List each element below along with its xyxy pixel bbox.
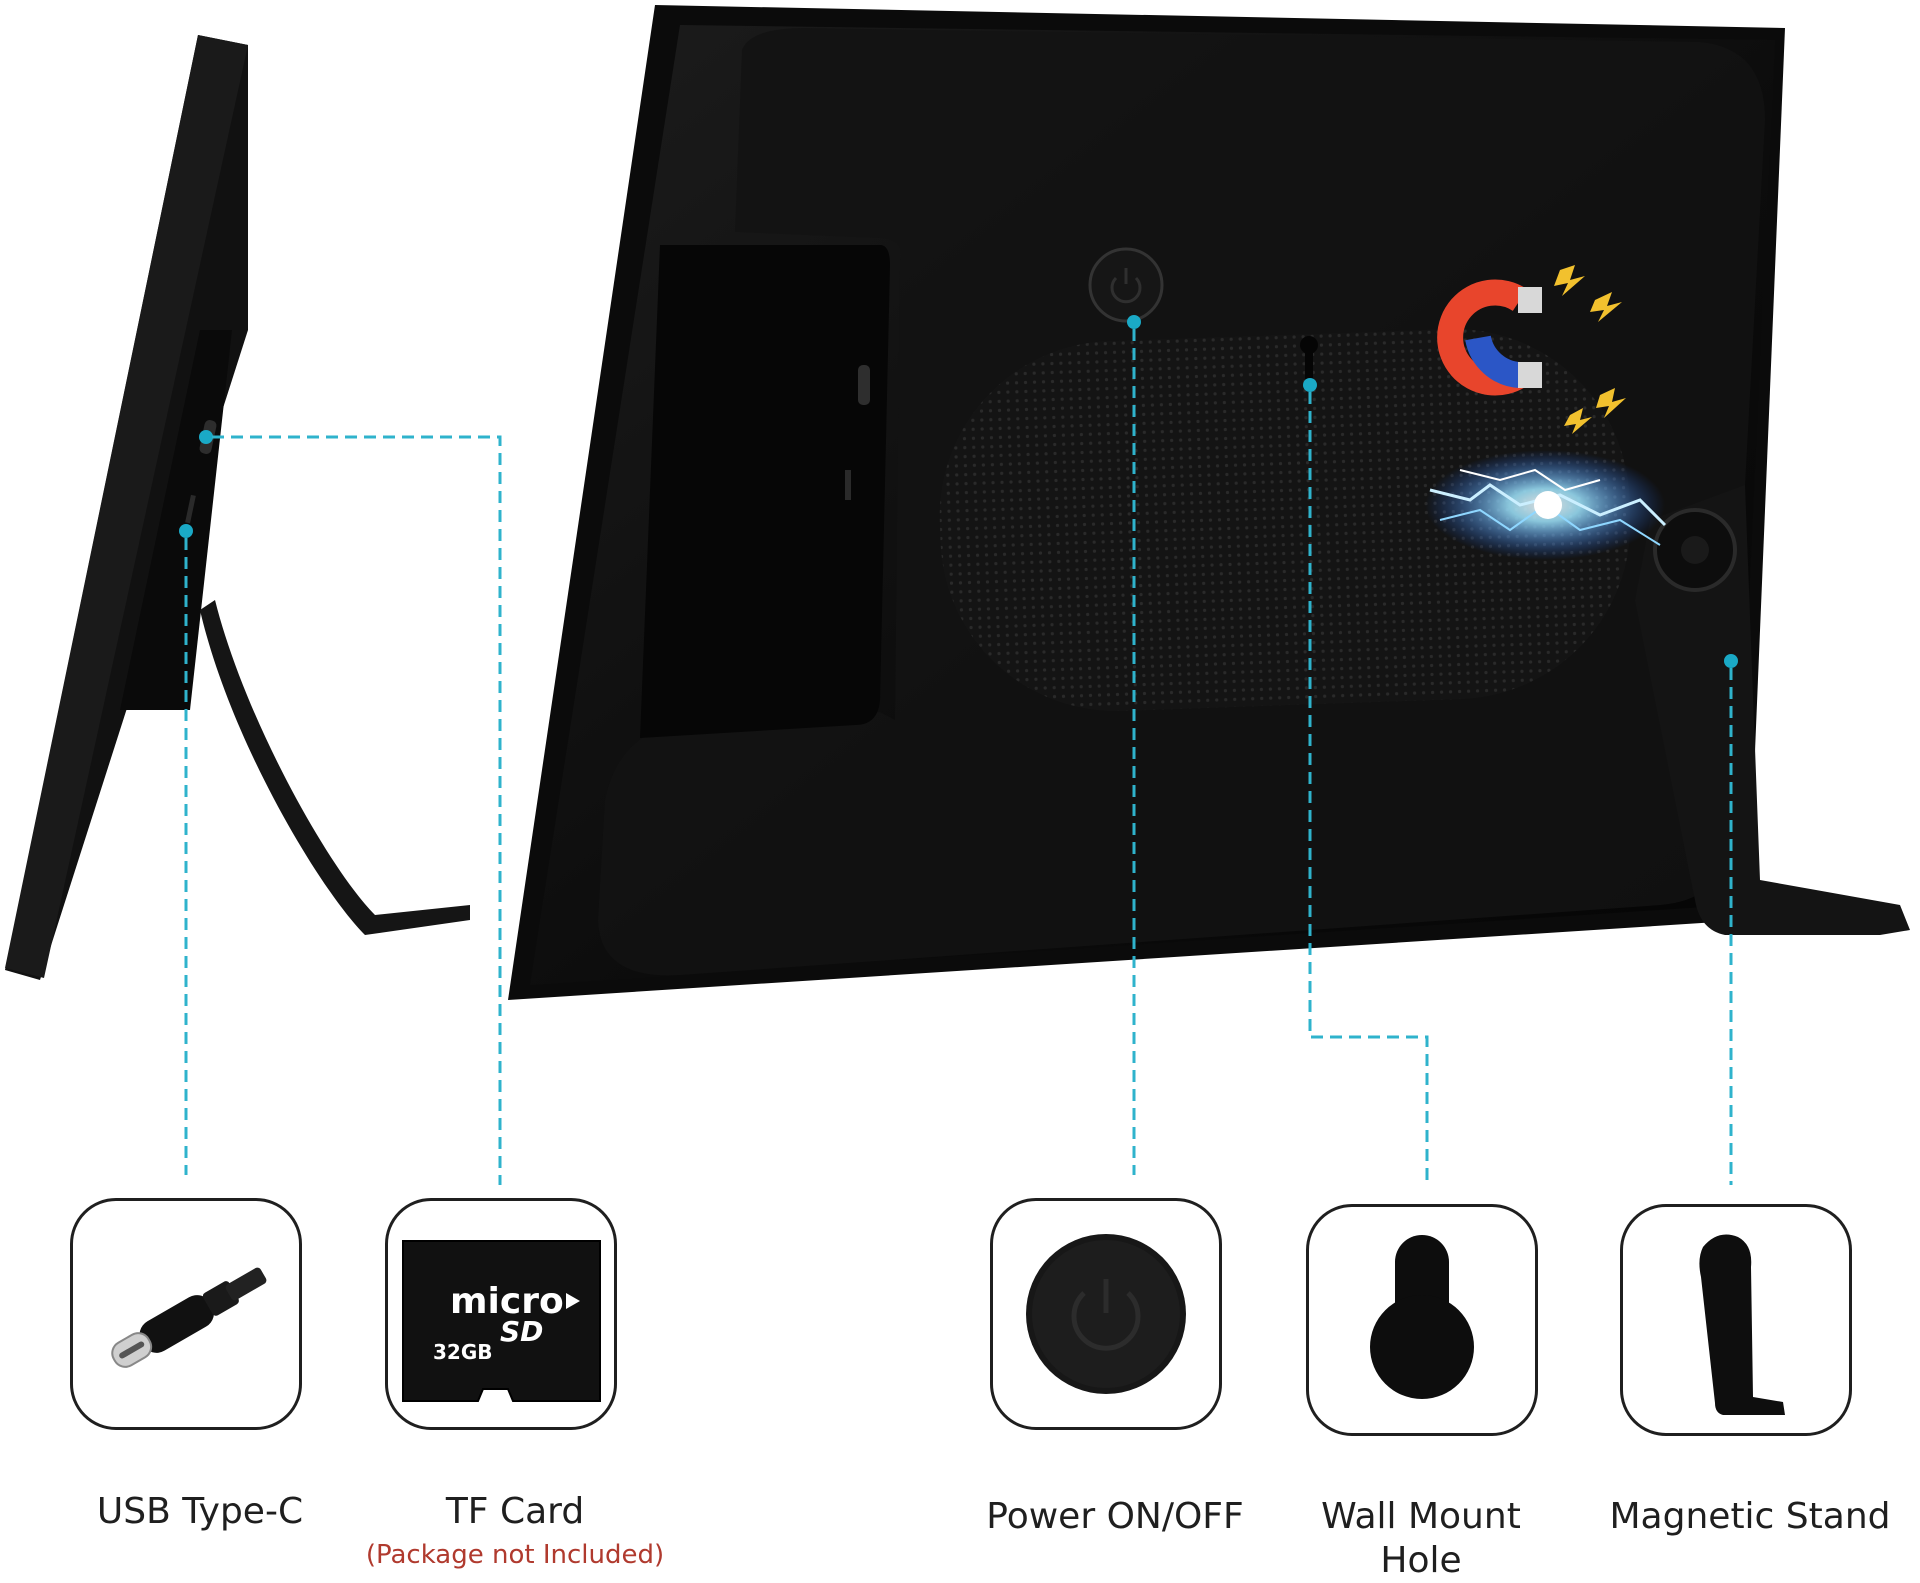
speaker-grille	[939, 329, 1631, 711]
wall-mount-label-line-1: Wall Mount	[1321, 1496, 1521, 1537]
wall-mount-label-line-2: Hole	[1380, 1540, 1462, 1581]
side-view-frame	[5, 35, 470, 980]
card-brand-bottom: SD	[500, 1315, 543, 1348]
card-capacity: 32GB	[433, 1340, 493, 1364]
microsd-card-icon: micro SD 32GB	[402, 1240, 601, 1402]
magnet-icon	[1437, 279, 1542, 396]
tf-card-label: TF Card	[445, 1491, 585, 1532]
tf-card-box: micro SD 32GB	[385, 1198, 617, 1430]
power-button-label: Power ON/OFF	[986, 1496, 1244, 1537]
magnetic-stand-box	[1620, 1204, 1852, 1436]
usb-type-c-label: USB Type-C	[96, 1491, 304, 1532]
wall-mount-label: Wall Mount Hole	[1296, 1495, 1546, 1583]
power-button-box	[990, 1198, 1222, 1430]
card-brand-top: micro	[450, 1281, 564, 1322]
rear-view-frame	[508, 5, 1910, 1000]
power-button-icon	[1026, 1234, 1186, 1394]
magnetic-stand-label: Magnetic Stand	[1609, 1496, 1891, 1537]
wall-mount-box	[1306, 1204, 1538, 1436]
keyhole-icon	[1370, 1235, 1474, 1399]
lightning-bolts-icon	[1554, 265, 1626, 434]
tf-card-note: (Package not Included)	[365, 1540, 665, 1570]
usb-type-c-box	[70, 1198, 302, 1430]
electric-spark-icon	[1425, 450, 1667, 560]
kickstand-icon	[1699, 1234, 1785, 1415]
callout-guides	[179, 315, 1738, 1185]
usb-c-connector-icon	[111, 1267, 267, 1368]
